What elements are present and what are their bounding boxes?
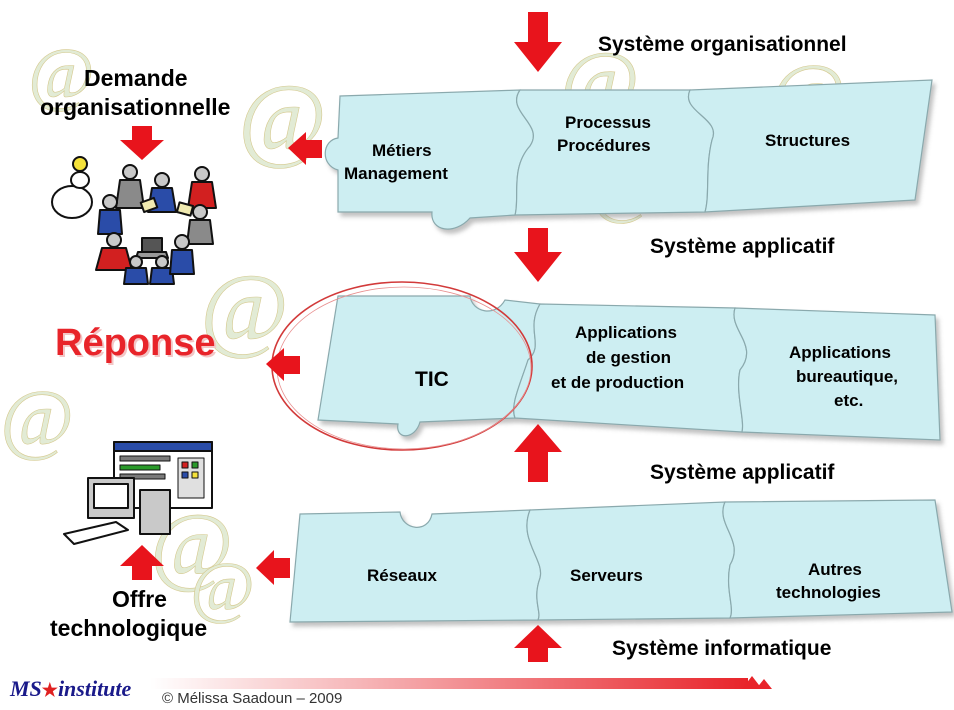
piece-serveurs: Serveurs xyxy=(570,566,643,585)
label-offre-line2: technologique xyxy=(50,615,208,641)
piece-processus-line1: Processus xyxy=(565,113,651,132)
piece-reseaux: Réseaux xyxy=(367,566,437,585)
computer-workstation-icon xyxy=(63,441,213,545)
piece-bureau-line2: bureautique, xyxy=(796,367,899,386)
label-demande-line2: organisationnelle xyxy=(40,94,231,120)
piece-apps-line1: Applications xyxy=(575,323,678,342)
label-offre-line1: Offre xyxy=(112,586,167,612)
piece-processus-line2: Procédures xyxy=(557,136,651,155)
arrow-up-middle xyxy=(514,424,562,482)
arrow-down-middle xyxy=(514,228,562,282)
piece-bureau-line3: etc. xyxy=(834,391,864,410)
piece-metiers-line2: Management xyxy=(344,164,448,183)
arrow-down-demande xyxy=(120,126,164,160)
piece-apps-line3: et de production xyxy=(551,373,685,392)
piece-metiers-line1: Métiers xyxy=(372,141,432,160)
arrow-left-bottom xyxy=(256,550,290,585)
watermark-at-icon: @ xyxy=(190,549,254,626)
label-demande-line1: Demande xyxy=(84,65,188,91)
label-systeme-applicatif-bottom: Système applicatif xyxy=(650,461,835,484)
puzzle-piece-bureautique xyxy=(733,307,941,441)
arrow-up-bottom xyxy=(514,625,562,662)
piece-tic: TIC xyxy=(415,368,449,391)
arrow-down-top xyxy=(514,12,562,72)
piece-autres-line1: Autres xyxy=(808,560,862,579)
arrow-up-offre xyxy=(120,545,164,580)
label-reponse: Réponse xyxy=(55,322,216,364)
piece-autres-line2: technologies xyxy=(776,583,881,602)
brand-logo: MS★institute xyxy=(10,676,132,701)
piece-apps-line2: de gestion xyxy=(586,348,672,367)
piece-structures: Structures xyxy=(765,131,851,150)
watermark-at-icon: @ xyxy=(200,254,288,361)
arrow-left-middle xyxy=(266,348,300,381)
label-systeme-informatique: Système informatique xyxy=(612,637,832,660)
arrow-left-top xyxy=(288,132,322,165)
people-meeting-icon xyxy=(51,156,217,285)
label-systeme-organisationnel: Système organisationnel xyxy=(598,33,847,56)
watermark-at-icon: @ xyxy=(28,34,94,114)
puzzle-piece-structures xyxy=(687,79,933,213)
watermark-at-icon: @ xyxy=(150,496,233,595)
watermark-at-icon: @ xyxy=(0,375,74,463)
label-systeme-applicatif-top: Système applicatif xyxy=(650,235,835,258)
copyright-text: © Mélissa Saadoun – 2009 xyxy=(162,690,343,707)
puzzle-piece-autres xyxy=(722,499,953,619)
piece-bureau-line1: Applications xyxy=(789,343,892,362)
